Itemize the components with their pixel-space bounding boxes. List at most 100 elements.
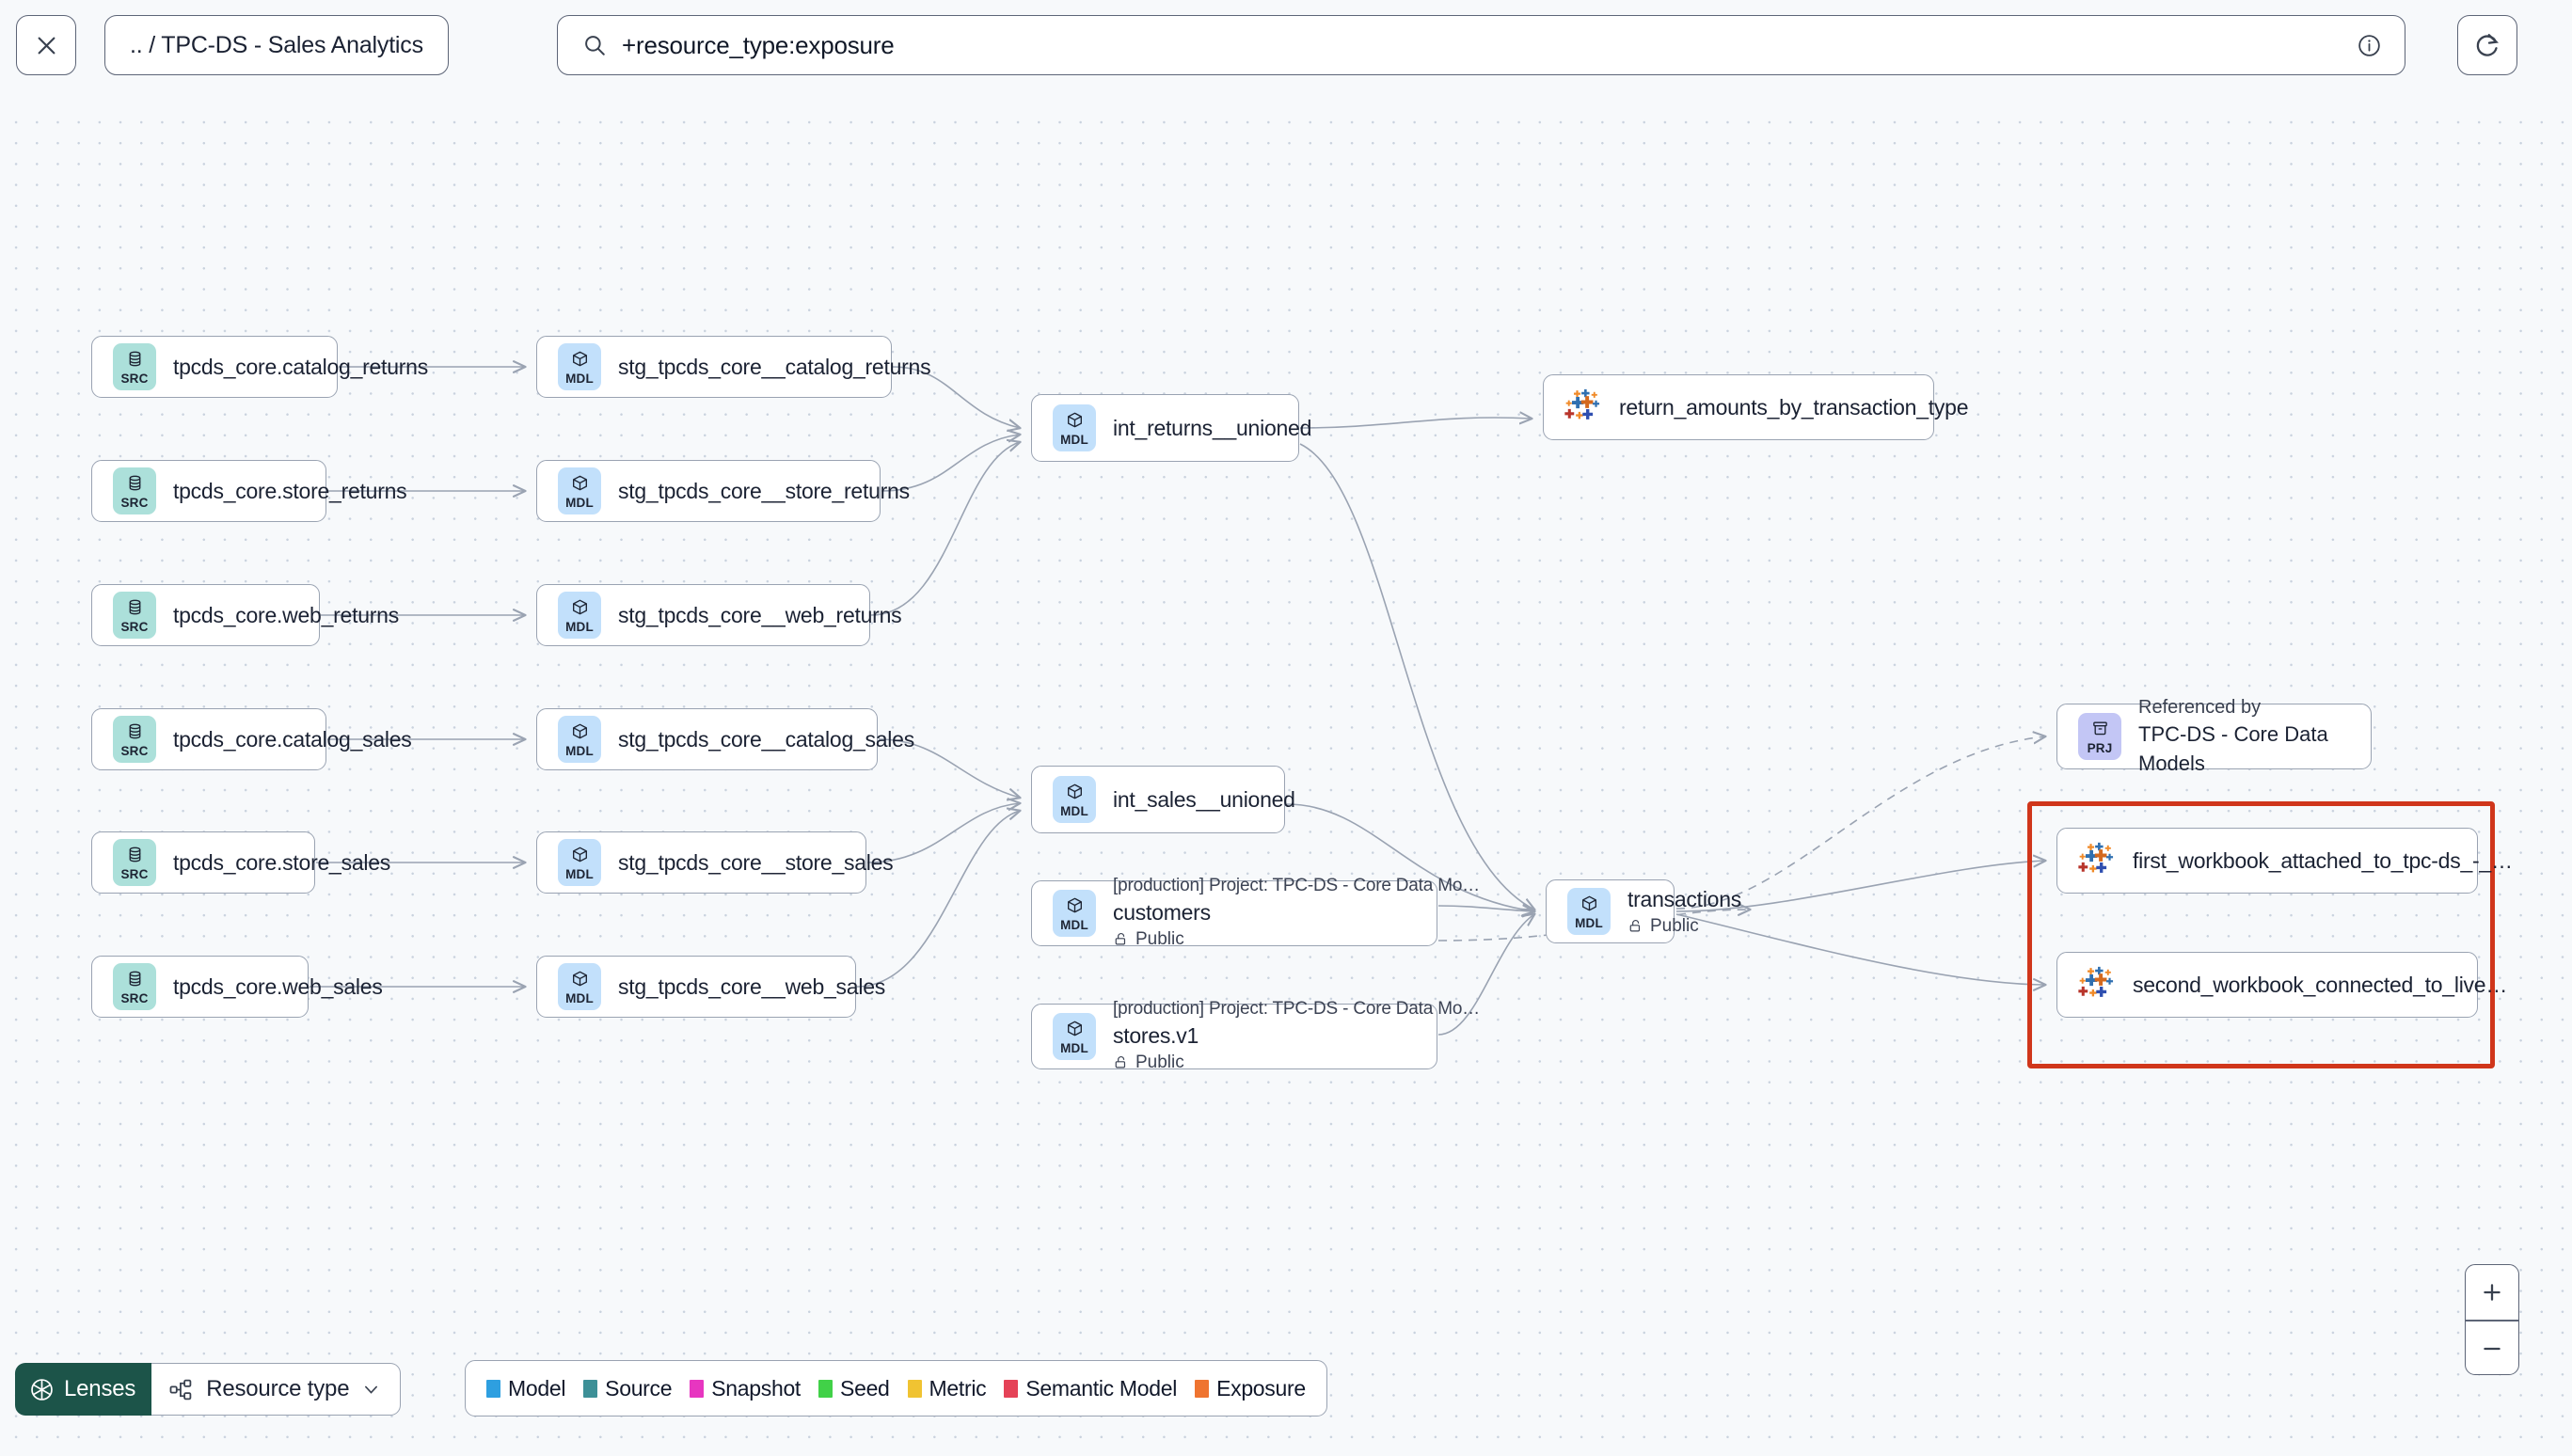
legend-swatch	[1195, 1379, 1210, 1398]
src-badge-icon: SRC	[113, 592, 156, 639]
badge-label: SRC	[120, 619, 149, 634]
badge-label: MDL	[565, 743, 594, 758]
node-label: tpcds_core.store_returns	[173, 478, 407, 503]
node-heading: Referenced by	[2138, 696, 2262, 718]
legend-item-exposure[interactable]: Exposure	[1195, 1376, 1306, 1401]
search-input[interactable]: +resource_type:exposure	[557, 15, 2405, 75]
refresh-icon	[2476, 34, 2500, 56]
badge-label: SRC	[120, 371, 149, 386]
badge-label: MDL	[1060, 1040, 1088, 1055]
legend-swatch	[486, 1379, 500, 1398]
badge-label: SRC	[120, 743, 149, 758]
resource-type-dropdown[interactable]: Resource type	[151, 1363, 402, 1416]
mdl-badge-icon: MDL	[558, 716, 601, 763]
legend-label: Snapshot	[711, 1375, 802, 1401]
lenses-button[interactable]: Lenses	[15, 1363, 152, 1416]
info-icon[interactable]	[2357, 33, 2382, 58]
graph-node-referenced_by_project[interactable]: PRJ Referenced by TPC-DS - Core Data Model…	[2056, 697, 2372, 775]
graph-node-src_catalog_returns[interactable]: SRC tpcds_core.catalog_returns	[91, 336, 428, 398]
aperture-icon	[29, 1377, 55, 1402]
graph-node-return_amounts[interactable]: return_amounts_by_transaction_type	[1543, 374, 1969, 440]
graph-node-stg_web_returns[interactable]: MDL stg_tpcds_core__web_returns	[536, 584, 902, 646]
legend-swatch	[1004, 1379, 1019, 1398]
legend-item-model[interactable]: Model	[486, 1376, 565, 1401]
breadcrumb-label: .. / TPC-DS - Sales Analytics	[130, 31, 423, 58]
node-label: tpcds_core.web_sales	[173, 973, 383, 999]
node-label: TPC-DS - Core Data Models	[2138, 721, 2328, 775]
src-badge-icon: SRC	[113, 343, 156, 390]
node-label: first_workbook_attached_to_tpc-ds_-_…	[2133, 847, 2513, 873]
graph-node-stg_store_returns[interactable]: MDL stg_tpcds_core__store_returns	[536, 460, 910, 522]
zoom-in-button[interactable]	[2466, 1265, 2518, 1320]
graph-node-int_returns_unioned[interactable]: MDL int_returns__unioned	[1031, 394, 1311, 462]
badge-label: SRC	[120, 495, 149, 510]
search-value: +resource_type:exposure	[622, 30, 895, 59]
src-badge-icon: SRC	[113, 839, 156, 886]
mdl-badge-icon: MDL	[558, 592, 601, 639]
legend-label: Source	[605, 1375, 673, 1401]
exposure-icon	[2078, 842, 2116, 879]
node-sublabel: [production] Project: TPC-DS - Core Data…	[1113, 999, 1480, 1020]
badge-label: MDL	[565, 619, 594, 634]
node-label: return_amounts_by_transaction_type	[1619, 394, 1969, 419]
zoom-out-button[interactable]	[2466, 1321, 2518, 1374]
close-button[interactable]	[16, 15, 76, 75]
resource-type-legend: Model Source Snapshot Seed Metric Semantic Mo…	[465, 1360, 1327, 1416]
legend-item-source[interactable]: Source	[583, 1375, 673, 1401]
zoom-divider	[2466, 1320, 2518, 1321]
prj-badge-icon: PRJ	[2078, 713, 2121, 760]
graph-node-src_store_returns[interactable]: SRC tpcds_core.store_returns	[91, 460, 407, 522]
graph-node-src_web_sales[interactable]: SRC tpcds_core.web_sales	[91, 956, 383, 1018]
badge-label: MDL	[1060, 432, 1088, 447]
exposure-icon	[2078, 966, 2116, 1004]
lenses-label: Lenses	[64, 1376, 136, 1401]
refresh-button[interactable]	[2457, 15, 2517, 75]
badge-label: PRJ	[2087, 740, 2113, 755]
mdl-badge-icon: MDL	[1053, 404, 1096, 451]
node-label: int_returns__unioned	[1113, 415, 1312, 440]
graph-node-first_workbook[interactable]: first_workbook_attached_to_tpc-ds_-_…	[2056, 828, 2513, 894]
node-label: stores.v1	[1113, 1023, 1199, 1048]
close-icon	[38, 37, 55, 54]
mdl-badge-icon: MDL	[558, 963, 601, 1010]
zoom-controls	[2465, 1264, 2519, 1375]
node-label: tpcds_core.catalog_returns	[173, 354, 428, 379]
badge-label: SRC	[120, 990, 149, 1005]
node-privacy: Public	[1113, 927, 1480, 952]
node-label: customers	[1113, 900, 1211, 925]
node-label: stg_tpcds_core__store_returns	[618, 478, 910, 503]
privacy-label: Public	[1135, 1052, 1184, 1073]
minus-icon	[2484, 1347, 2501, 1350]
badge-label: MDL	[565, 990, 594, 1005]
node-label: stg_tpcds_core__store_sales	[618, 849, 894, 875]
mdl-badge-icon: MDL	[1567, 888, 1611, 935]
graph-node-second_workbook[interactable]: second_workbook_connected_to_live…	[2056, 952, 2507, 1018]
node-label: int_sales__unioned	[1113, 786, 1295, 812]
node-privacy: Public	[1627, 914, 1741, 939]
graph-node-stores_v1[interactable]: MDL [production] Project: TPC-DS - Core D…	[1031, 999, 1480, 1072]
lock-icon	[1113, 1054, 1129, 1070]
graph-node-customers[interactable]: MDL[production] Project: TPC-DS - Core D…	[1031, 876, 1480, 949]
legend-swatch	[690, 1379, 705, 1398]
search-icon	[582, 33, 607, 57]
legend-item-metric[interactable]: Metric	[907, 1376, 987, 1401]
badge-label: MDL	[565, 495, 594, 510]
legend-item-semantic-model[interactable]: Semantic Model	[1004, 1376, 1177, 1401]
legend-item-snapshot[interactable]: Snapshot	[690, 1376, 801, 1401]
badge-label: MDL	[565, 371, 594, 386]
legend-item-seed[interactable]: Seed	[818, 1376, 890, 1401]
node-label: stg_tpcds_core__web_returns	[618, 602, 902, 627]
chevron-down-icon	[361, 1380, 381, 1400]
legend-label: Model	[508, 1375, 566, 1401]
breadcrumb[interactable]: .. / TPC-DS - Sales Analytics	[104, 15, 449, 75]
